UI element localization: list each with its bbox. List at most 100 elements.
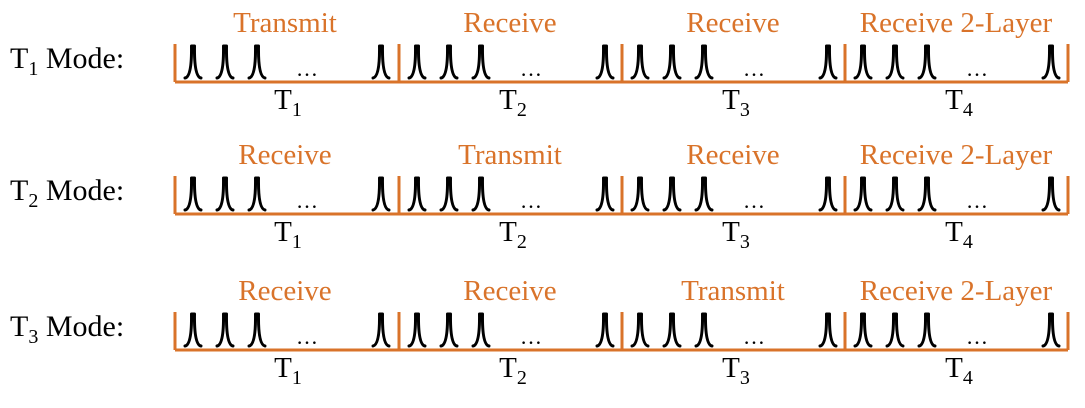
slot-name-main: T (722, 352, 740, 384)
mode-row: T3 Mode:Receive…T1Receive…T2Transmit…T3R… (10, 275, 1070, 389)
mode-label-main: T (10, 42, 28, 75)
slot-name-subscript: 3 (740, 99, 750, 121)
pulse (439, 176, 459, 212)
pulse (853, 44, 873, 80)
time-slot: Transmit…T2 (407, 139, 615, 253)
pulse (885, 312, 905, 348)
pulse (439, 44, 459, 80)
pulse-ellipsis: … (966, 188, 988, 213)
slot-phase-label: Receive (463, 275, 556, 307)
slot-name-subscript: 1 (292, 367, 302, 389)
pulse (439, 312, 459, 348)
mode-label-main: T (10, 310, 28, 343)
pulse-ellipsis: … (743, 188, 765, 213)
pulse (371, 312, 391, 348)
slot-name-label: T4 (945, 84, 973, 121)
slot-name-subscript: 3 (740, 231, 750, 253)
slot-phase-label: Receive 2-Layer (860, 275, 1053, 307)
slot-name-label: T4 (945, 352, 973, 389)
slot-phase-label: Transmit (458, 139, 562, 171)
pulse (407, 44, 427, 80)
slot-phase-label: Transmit (681, 275, 785, 307)
time-slot: Receive…T1 (183, 139, 391, 253)
pulse (630, 44, 650, 80)
slot-name-subscript: 2 (517, 231, 527, 253)
time-slot: Receive 2-Layer…T4 (853, 275, 1061, 389)
time-slot: Receive…T3 (630, 139, 838, 253)
slot-name-label: T2 (499, 84, 527, 121)
slot-name-main: T (945, 352, 963, 384)
time-slot: Receive…T2 (407, 7, 615, 121)
slot-name-label: T3 (722, 216, 750, 253)
pulse-ellipsis: … (296, 188, 318, 213)
pulse (694, 312, 714, 348)
pulse-ellipsis: … (966, 324, 988, 349)
slot-name-main: T (274, 84, 292, 116)
slot-name-main: T (499, 352, 517, 384)
pulse (407, 176, 427, 212)
slot-name-label: T1 (274, 352, 302, 389)
pulse (818, 44, 838, 80)
pulse-ellipsis: … (520, 324, 542, 349)
pulse (662, 176, 682, 212)
slot-name-label: T2 (499, 352, 527, 389)
slot-phase-label: Receive (463, 7, 556, 39)
slot-phase-label: Receive (686, 139, 779, 171)
slot-name-label: T2 (499, 216, 527, 253)
pulse (1041, 312, 1061, 348)
mode-row: T2 Mode:Receive…T1Transmit…T2Receive…T3R… (10, 139, 1070, 253)
pulse (630, 176, 650, 212)
mode-label-subscript: 3 (28, 326, 38, 348)
pulse (694, 176, 714, 212)
pulse (662, 44, 682, 80)
pulse (885, 44, 905, 80)
pulse (215, 312, 235, 348)
pulse (853, 312, 873, 348)
pulse (595, 312, 615, 348)
time-slot: Receive…T1 (183, 275, 391, 389)
mode-label: T2 Mode: (10, 174, 124, 212)
pulse (471, 312, 491, 348)
slot-name-subscript: 4 (963, 231, 973, 253)
pulse (595, 44, 615, 80)
slot-name-subscript: 2 (517, 367, 527, 389)
slot-name-subscript: 4 (963, 367, 973, 389)
mode-label-text: Mode: (38, 174, 124, 207)
slot-phase-label: Receive (686, 7, 779, 39)
slot-name-main: T (274, 216, 292, 248)
pulse (183, 312, 203, 348)
pulse (885, 176, 905, 212)
slot-name-label: T3 (722, 84, 750, 121)
slot-phase-label: Transmit (233, 7, 337, 39)
pulse (595, 176, 615, 212)
pulse (917, 312, 937, 348)
pulse (694, 44, 714, 80)
pulse (917, 176, 937, 212)
slot-name-main: T (722, 216, 740, 248)
pulse (247, 176, 267, 212)
slot-phase-label: Receive (238, 275, 331, 307)
mode-label: T1 Mode: (10, 42, 124, 80)
slot-name-main: T (722, 84, 740, 116)
slot-name-label: T1 (274, 84, 302, 121)
pulse (818, 312, 838, 348)
pulse (853, 176, 873, 212)
pulse-ellipsis: … (966, 56, 988, 81)
slot-name-subscript: 4 (963, 99, 973, 121)
pulse (183, 176, 203, 212)
mode-label-text: Mode: (38, 42, 124, 75)
pulse (183, 44, 203, 80)
mode-label-main: T (10, 174, 28, 207)
mode-label-subscript: 2 (28, 190, 38, 212)
pulse (471, 44, 491, 80)
slot-name-subscript: 2 (517, 99, 527, 121)
slot-name-subscript: 1 (292, 231, 302, 253)
mode-label-text: Mode: (38, 310, 124, 343)
mode-label: T3 Mode: (10, 310, 124, 348)
slot-name-main: T (274, 352, 292, 384)
pulse-ellipsis: … (743, 324, 765, 349)
pulse (407, 312, 427, 348)
time-slot: Receive 2-Layer…T4 (853, 7, 1061, 121)
